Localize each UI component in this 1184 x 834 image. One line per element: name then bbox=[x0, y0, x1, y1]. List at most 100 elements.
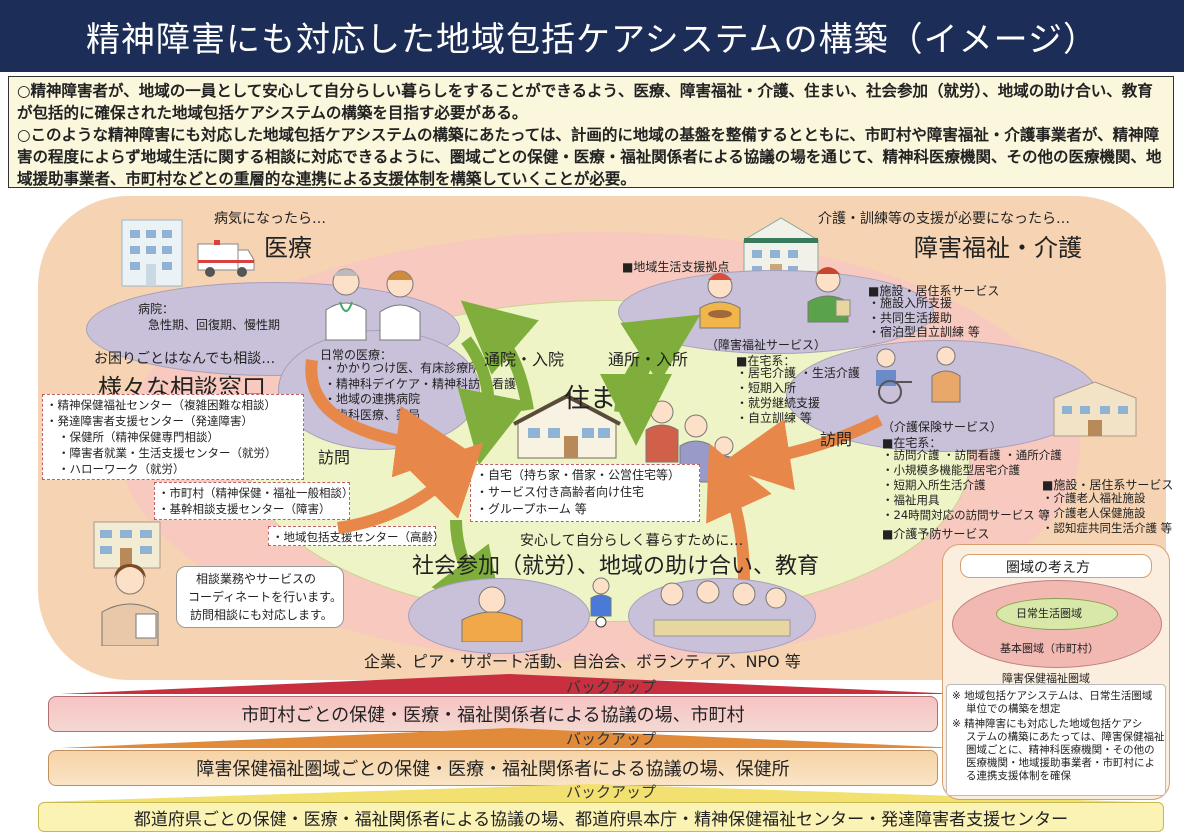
community-center-label: ・地域包括支援センター（高齢） bbox=[272, 530, 445, 544]
child-soccer-icon bbox=[590, 577, 612, 628]
list-item: ・介護老人保健施設 bbox=[1042, 506, 1146, 520]
care-facility-list: ・介護老人福祉施設 ・介護老人保健施設 ・認知症共同生活介護 等 bbox=[1042, 491, 1172, 536]
caregiver-shopping-icon bbox=[807, 267, 851, 323]
care-facility-building-icon bbox=[1053, 381, 1137, 437]
list-item: ・市町村（精神保健・福祉一般相談） bbox=[158, 486, 354, 500]
commute-in-label: 通所・入所 bbox=[608, 350, 689, 369]
consult-box bbox=[42, 394, 304, 480]
care-service-label: （介護保険サービス） bbox=[882, 420, 1003, 434]
zone-basic-label: 基本圏域（市町村） bbox=[1000, 642, 1099, 655]
speech-line-3: 訪問相談にも対応します。 bbox=[190, 608, 333, 622]
list-item: ・精神科デイケア・精神科訪問看護 bbox=[324, 376, 517, 391]
page-title-text: 精神障害にも対応した地域包括ケアシステムの構築（イメージ） bbox=[86, 19, 1098, 60]
municipal-band-text: 市町村ごとの保健・医療・福祉関係者による協議の場、市町村 bbox=[241, 705, 745, 726]
list-item: ・地域の連携病院 bbox=[324, 392, 421, 406]
list-item: ・就労継続支援 bbox=[736, 396, 821, 410]
arrow-home-to-welfare bbox=[614, 314, 701, 413]
list-item: ・ハローワーク（就労） bbox=[58, 462, 185, 476]
list-item: ・障害者就業・生活支援センター（就労） bbox=[58, 446, 277, 460]
hospital-desc: 急性期、回復期、慢性期 bbox=[148, 318, 281, 332]
speech-line-2: コーディネートを行います。 bbox=[188, 590, 342, 604]
backup-label-3: バックアップ bbox=[566, 783, 657, 801]
zone-note1-line2: 単位での構築を想定 bbox=[966, 703, 1061, 715]
consult-list: ・精神保健福祉センター（複雑困難な相談） ・発達障害者支援センター（発達障害） … bbox=[46, 397, 277, 477]
arrow-visit-left bbox=[305, 359, 468, 478]
welfare-heading: 障害福祉・介護 bbox=[914, 234, 1082, 262]
area-band: 障害保健福祉圏域ごとの保健・医療・福祉関係者による協議の場、保健所 bbox=[48, 750, 938, 786]
care-home-title: ■在宅系： bbox=[882, 436, 942, 450]
list-item: ・短期入所 bbox=[736, 381, 797, 395]
municipal-band: 市町村ごとの保健・医療・福祉関係者による協議の場、市町村 bbox=[48, 696, 938, 732]
ambulance-icon bbox=[197, 240, 255, 277]
list-item: ・かかりつけ医、有床診療所 bbox=[324, 361, 481, 375]
zone-note2-line1: ※ 精神障害にも対応した地域包括ケアシ bbox=[952, 718, 1143, 730]
elderly-person-icon bbox=[931, 346, 961, 403]
facility-list: ・施設入所支援 ・共同生活援助 ・宿泊型自立訓練 等 bbox=[868, 296, 980, 340]
list-item: ・基幹相談支援センター（障害） bbox=[158, 502, 331, 516]
nurse-icon bbox=[379, 270, 421, 341]
zone-title-box bbox=[960, 554, 1152, 578]
visit-right-label: 訪問 bbox=[820, 430, 853, 449]
list-item: ・介護老人福祉施設 bbox=[1042, 491, 1146, 505]
wheelchair-user-icon bbox=[876, 348, 912, 404]
list-item: ・施設入所支援 bbox=[868, 296, 953, 310]
zone-note2-line3: 圏域ごとに、精神科医療機関・その他の bbox=[966, 744, 1155, 756]
consult-caption: お困りごとはなんでも相談… bbox=[94, 351, 276, 367]
zone-note2-line2: ステムの構築にあたっては、障害保健福祉 bbox=[966, 731, 1165, 743]
zone-notes-box bbox=[946, 684, 1166, 796]
community-group-icon bbox=[653, 580, 791, 637]
facility-title: ■施設・居住系サービス bbox=[868, 284, 1000, 298]
housing-box bbox=[470, 464, 700, 522]
backup-wedge-2 bbox=[60, 728, 960, 748]
counselor-icon bbox=[101, 564, 159, 646]
list-item: ・保健所（精神保健専門相談） bbox=[58, 430, 219, 444]
welfare-caption: 介護・訓練等の支援が必要になったら… bbox=[818, 211, 1070, 227]
list-item: ・居宅介護 ・生活介護 bbox=[736, 366, 860, 380]
intro-paragraph-2: ○このような精神障害にも対応した地域包括ケアシステムの構築にあたっては、計画的に… bbox=[17, 126, 1162, 188]
prefecture-band-text: 都道府県ごとの保健・医療・福祉関係者による協議の場、都道府県本庁・精神保健福祉セ… bbox=[133, 809, 1069, 830]
consult-building-icon bbox=[93, 521, 161, 569]
worker-icon bbox=[461, 586, 523, 642]
list-item: ・認知症共同生活介護 等 bbox=[1042, 521, 1173, 535]
medical-heading: 医療 bbox=[264, 234, 312, 262]
zone-daily-label: 日常生活圏域 bbox=[1016, 607, 1082, 620]
zone-note2-line4: 医療機関・地域援助事業者・市町村によ bbox=[966, 757, 1155, 769]
arrow-social-to-home bbox=[706, 443, 772, 581]
care-home-list: ・訪問介護 ・訪問看護 ・通所介護 ・小規模多機能型居宅介護 ・短期入所生活介護… bbox=[882, 448, 1062, 523]
visit-left-label: 訪問 bbox=[318, 448, 351, 467]
backup-label-1: バックアップ bbox=[566, 678, 657, 696]
municipal-consult-box bbox=[154, 482, 350, 520]
doctor-icon bbox=[325, 268, 367, 341]
hospital-title: 病院： bbox=[138, 302, 175, 316]
intro-box: ○精神障害者が、地域の一員として安心して自分らしい暮らしをすることができるよう、… bbox=[8, 76, 1174, 188]
zone-note1-line1: ※ 地域包括ケアシステムは、日常生活圏域 bbox=[952, 690, 1153, 702]
backup-label-2: バックアップ bbox=[566, 730, 657, 748]
support-facility-building-icon bbox=[743, 217, 819, 283]
visit-in-label: 通院・入院 bbox=[484, 350, 565, 369]
social-heading: 社会参加（就労）、地域の助け合い、教育 bbox=[412, 554, 820, 579]
home-list: ・居宅介護 ・生活介護 ・短期入所 ・就労継続支援 ・自立訓練 等 bbox=[736, 366, 860, 426]
backup-wedge-3 bbox=[40, 784, 1140, 802]
support-hub-label: ■地域生活支援拠点 bbox=[622, 260, 730, 274]
caregiver-cook-icon bbox=[699, 273, 741, 329]
list-item: ・精神保健福祉センター（複雑困難な相談） bbox=[46, 398, 276, 412]
area-band-text: 障害保健福祉圏域ごとの保健・医療・福祉関係者による協議の場、保健所 bbox=[196, 759, 790, 780]
backup-wedge-1 bbox=[60, 674, 960, 694]
municipal-consult-list: ・市町村（精神保健・福祉一般相談） ・基幹相談支援センター（障害） bbox=[158, 485, 354, 517]
list-item: ・短期入所生活介護 bbox=[882, 478, 986, 492]
zone-daily-ellipse bbox=[996, 598, 1118, 630]
zone-welfare-label: 障害保健福祉圏域 bbox=[1002, 672, 1090, 685]
social-right-ellipse bbox=[628, 578, 816, 654]
arrow-consult-to-home bbox=[337, 442, 484, 534]
list-item: ・小規模多機能型居宅介護 bbox=[882, 463, 1020, 477]
arrow-home-to-medical bbox=[460, 300, 539, 411]
counselor-speech-bubble bbox=[176, 566, 344, 628]
daily-medical-title: 日常の医療： bbox=[320, 348, 393, 362]
list-item: ・24時間対応の訪問サービス 等 bbox=[882, 508, 1050, 522]
list-item: ・福祉用具 bbox=[882, 493, 940, 507]
prefecture-band: 都道府県ごとの保健・医療・福祉関係者による協議の場、都道府県本庁・精神保健福祉セ… bbox=[38, 802, 1164, 832]
list-item: ・訪問介護 ・訪問看護 ・通所介護 bbox=[882, 448, 1062, 462]
home-title: ■在宅系： bbox=[736, 354, 796, 368]
page-title: 精神障害にも対応した地域包括ケアシステムの構築（イメージ） bbox=[0, 0, 1184, 72]
